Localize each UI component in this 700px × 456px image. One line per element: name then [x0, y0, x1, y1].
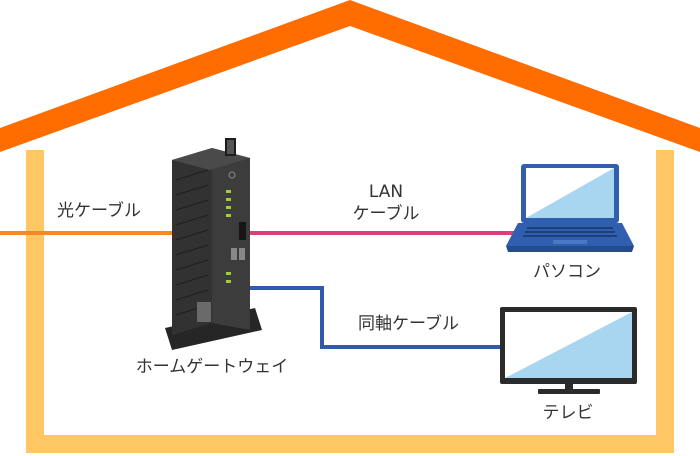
tv-label: テレビ — [542, 403, 594, 423]
lan-cable-label-line1: LAN — [368, 182, 404, 202]
coax-cable-line — [250, 286, 506, 349]
house-walls — [26, 150, 674, 453]
coax-cable-label: 同軸ケーブル — [358, 314, 459, 334]
laptop-label: パソコン — [533, 262, 601, 282]
home-gateway-label: ホームゲートウェイ — [135, 357, 289, 377]
tv-icon — [500, 307, 637, 394]
laptop-icon — [506, 164, 634, 252]
house-roof — [0, 0, 700, 152]
lan-cable-label-line2: ケーブル — [352, 204, 420, 224]
fiber-cable-label: 光ケーブル — [57, 201, 141, 221]
lan-cable-label: LAN ケーブル — [353, 181, 420, 225]
home-gateway-icon — [165, 138, 262, 350]
